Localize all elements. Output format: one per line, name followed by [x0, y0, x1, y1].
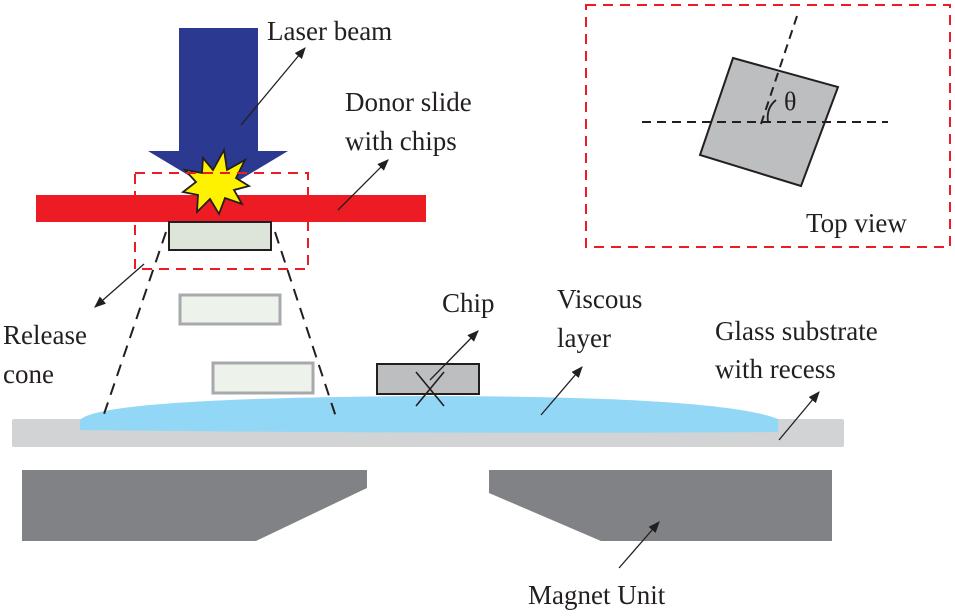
- donor-slide-leader: [337, 159, 389, 211]
- chip-on-donor-slide: [168, 221, 272, 251]
- laser-beam-leader: [240, 47, 306, 126]
- glass-substrate-label-line1: Glass substrate: [715, 316, 878, 346]
- landed-chip-cross-b: [415, 371, 445, 407]
- viscous-layer-label-line1: Viscous: [557, 284, 642, 314]
- release-cone-label-line2: cone: [3, 359, 54, 389]
- donor-slide-label-line1: Donor slide: [345, 87, 472, 117]
- glass-substrate-label-line2: with recess: [715, 354, 836, 384]
- laser-beam-arrow: [148, 28, 288, 193]
- glass-substrate-leader: [778, 391, 820, 441]
- top-view-theta-label: θ: [784, 87, 796, 116]
- chip-leader: [429, 330, 479, 381]
- landed-chip-body: [376, 363, 480, 395]
- donor-slide-label-line2: with chips: [345, 126, 457, 156]
- top-view-frame: [585, 4, 951, 248]
- laser-beam-label: Laser beam: [267, 16, 392, 46]
- magnet-left: [22, 470, 367, 541]
- magnet-unit-label: Magnet Unit: [528, 580, 666, 610]
- chip-label: Chip: [442, 288, 495, 318]
- release-cone: [102, 231, 337, 418]
- viscous-layer-label-line2: layer: [557, 323, 611, 353]
- viscous-layer: [80, 396, 778, 433]
- magnet-unit: [22, 470, 832, 541]
- top-view-label: Top view: [806, 208, 907, 238]
- viscous-layer-leader: [540, 366, 583, 416]
- chip-in-flight-upper: [178, 293, 282, 326]
- top-view-chip-axis: [760, 15, 798, 125]
- leader-arrows: [94, 47, 820, 569]
- release-cone-leader: [94, 263, 145, 308]
- release-cone-label-line1: Release: [3, 320, 87, 350]
- top-view-inset: θ Top view: [585, 4, 951, 248]
- labels: Laser beam Donor slide with chips Releas…: [3, 16, 878, 610]
- release-cone-right-edge: [274, 231, 337, 418]
- release-cone-left-edge: [102, 231, 167, 418]
- top-view-angle-arc: [766, 99, 777, 123]
- magnet-unit-leader: [618, 521, 660, 569]
- landed-chip: [376, 363, 480, 407]
- magnet-right: [489, 470, 832, 541]
- chip-in-flight-lower: [211, 361, 315, 395]
- impact-flash: [180, 147, 252, 217]
- detail-region-box: [134, 172, 309, 270]
